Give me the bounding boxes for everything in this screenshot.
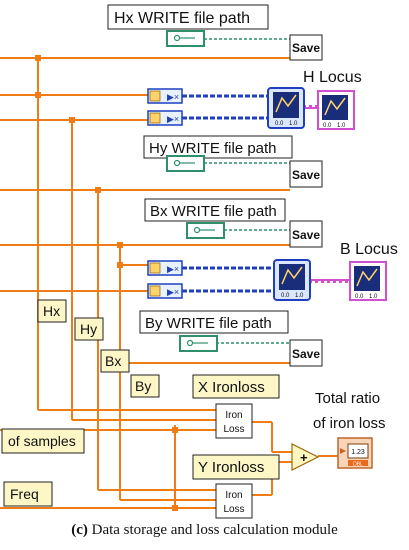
total-ratio-label-line1: Total ratio xyxy=(315,390,380,407)
x-ironloss-label: X Ironloss xyxy=(192,374,280,399)
y-iron-loss-block[interactable]: Iron Loss xyxy=(215,483,253,519)
caption-tag: (c) xyxy=(71,522,88,538)
hy-path-label: Hy WRITE file path xyxy=(143,135,293,159)
by-path-label: By WRITE file path xyxy=(139,310,289,334)
figure-caption: (c) Data storage and loss calculation mo… xyxy=(0,522,409,539)
h-bundle-nodes[interactable]: ▶× ▶× xyxy=(147,88,183,126)
b-xy-graph-builder[interactable]: 0.0 1.0 xyxy=(273,259,311,301)
caption-text: Data storage and loss calculation module xyxy=(91,522,338,538)
total-ratio-indicator[interactable]: 1.23 DBL xyxy=(337,437,373,469)
hx-path-label: Hx WRITE file path xyxy=(107,4,269,30)
bx-path-constant[interactable] xyxy=(186,222,225,239)
hy-path-text: Hy WRITE file path xyxy=(149,140,277,157)
convert-icon: ▶× xyxy=(167,114,179,124)
total-ratio-label-line2: of iron loss xyxy=(313,415,386,432)
path-wires xyxy=(204,38,290,344)
x-iron-loss-block[interactable]: Iron Loss xyxy=(215,403,253,439)
freq-text: Freq xyxy=(10,486,39,502)
y-ironloss-text: Y Ironloss xyxy=(198,459,264,476)
hy-path-constant[interactable] xyxy=(166,155,205,172)
file-ref-icon xyxy=(186,339,194,347)
axis-max: 1.0 xyxy=(295,293,304,299)
graph-icon xyxy=(324,97,346,116)
save-label: Save xyxy=(292,41,320,55)
by-path-constant[interactable] xyxy=(179,335,218,352)
y-ironloss-label: Y Ironloss xyxy=(192,454,280,480)
bx-text: Bx xyxy=(105,353,121,369)
axis-max: 1.0 xyxy=(289,121,298,127)
file-ref-icon xyxy=(173,159,181,167)
bx-path-label: Bx WRITE file path xyxy=(144,198,286,222)
hx-path-text: Hx WRITE file path xyxy=(114,10,250,27)
hy-save-block[interactable]: Save xyxy=(289,160,323,188)
by-save-block[interactable]: Save xyxy=(289,339,323,367)
convert-icon: ▶× xyxy=(167,92,179,102)
b-locus-graph-indicator[interactable]: 0.0 1.0 xyxy=(349,261,387,301)
add-node[interactable]: + xyxy=(291,443,320,471)
save-label: Save xyxy=(292,168,320,182)
convert-icon: ▶× xyxy=(167,264,179,274)
iron-text: Iron xyxy=(225,410,242,421)
hy-text: Hy xyxy=(80,321,97,337)
iron-text: Iron xyxy=(225,490,242,501)
b-bundle-nodes[interactable]: ▶× ▶× xyxy=(147,260,183,299)
b-locus-pink-wire xyxy=(310,279,352,283)
axis-min: 0.0 xyxy=(355,294,364,300)
hy-variable-label: Hy xyxy=(74,317,104,341)
convert-icon: ▶× xyxy=(167,287,179,297)
h-xy-graph-builder[interactable]: 0.0 1.0 xyxy=(267,87,305,129)
h-locus-pink-wire xyxy=(303,105,319,109)
axis-min: 0.0 xyxy=(323,123,332,129)
h-locus-graph-indicator[interactable]: 0.0 1.0 xyxy=(317,90,355,130)
hx-variable-label: Hx xyxy=(37,299,67,323)
by-variable-label: By xyxy=(130,374,160,398)
hx-text: Hx xyxy=(43,303,60,319)
axis-min: 0.0 xyxy=(281,293,290,299)
loss-text: Loss xyxy=(223,424,244,435)
file-ref-icon xyxy=(193,226,201,234)
hx-save-block[interactable]: Save xyxy=(289,34,323,61)
save-label: Save xyxy=(292,347,320,361)
graph-icon xyxy=(275,94,297,113)
axis-max: 1.0 xyxy=(369,294,378,300)
by-path-text: By WRITE file path xyxy=(145,315,272,332)
graph-icon xyxy=(281,266,303,285)
h-locus-label: H Locus xyxy=(303,69,362,86)
axis-max: 1.0 xyxy=(337,123,346,129)
plus-icon: + xyxy=(300,450,308,465)
x-ironloss-text: X Ironloss xyxy=(198,379,265,396)
samples-variable-label: of samples xyxy=(1,428,85,454)
bx-variable-label: Bx xyxy=(100,349,130,373)
dbl-tag: DBL xyxy=(353,462,363,468)
block-diagram: Hx WRITE file path Hy WRITE file path Bx… xyxy=(0,4,398,519)
bx-save-block[interactable]: Save xyxy=(289,220,323,248)
by-text: By xyxy=(135,378,151,394)
bx-path-text: Bx WRITE file path xyxy=(150,203,277,220)
save-label: Save xyxy=(292,228,320,242)
numeric-icon: 1.23 xyxy=(351,449,365,456)
file-ref-icon xyxy=(173,34,181,42)
loss-text: Loss xyxy=(223,504,244,515)
axis-min: 0.0 xyxy=(275,121,284,127)
graph-icon xyxy=(356,268,378,287)
samples-text: of samples xyxy=(8,433,76,449)
freq-variable-label: Freq xyxy=(3,481,53,507)
b-locus-label: B Locus xyxy=(340,241,398,258)
blue-wires xyxy=(182,94,274,293)
hx-path-constant[interactable] xyxy=(166,30,205,47)
